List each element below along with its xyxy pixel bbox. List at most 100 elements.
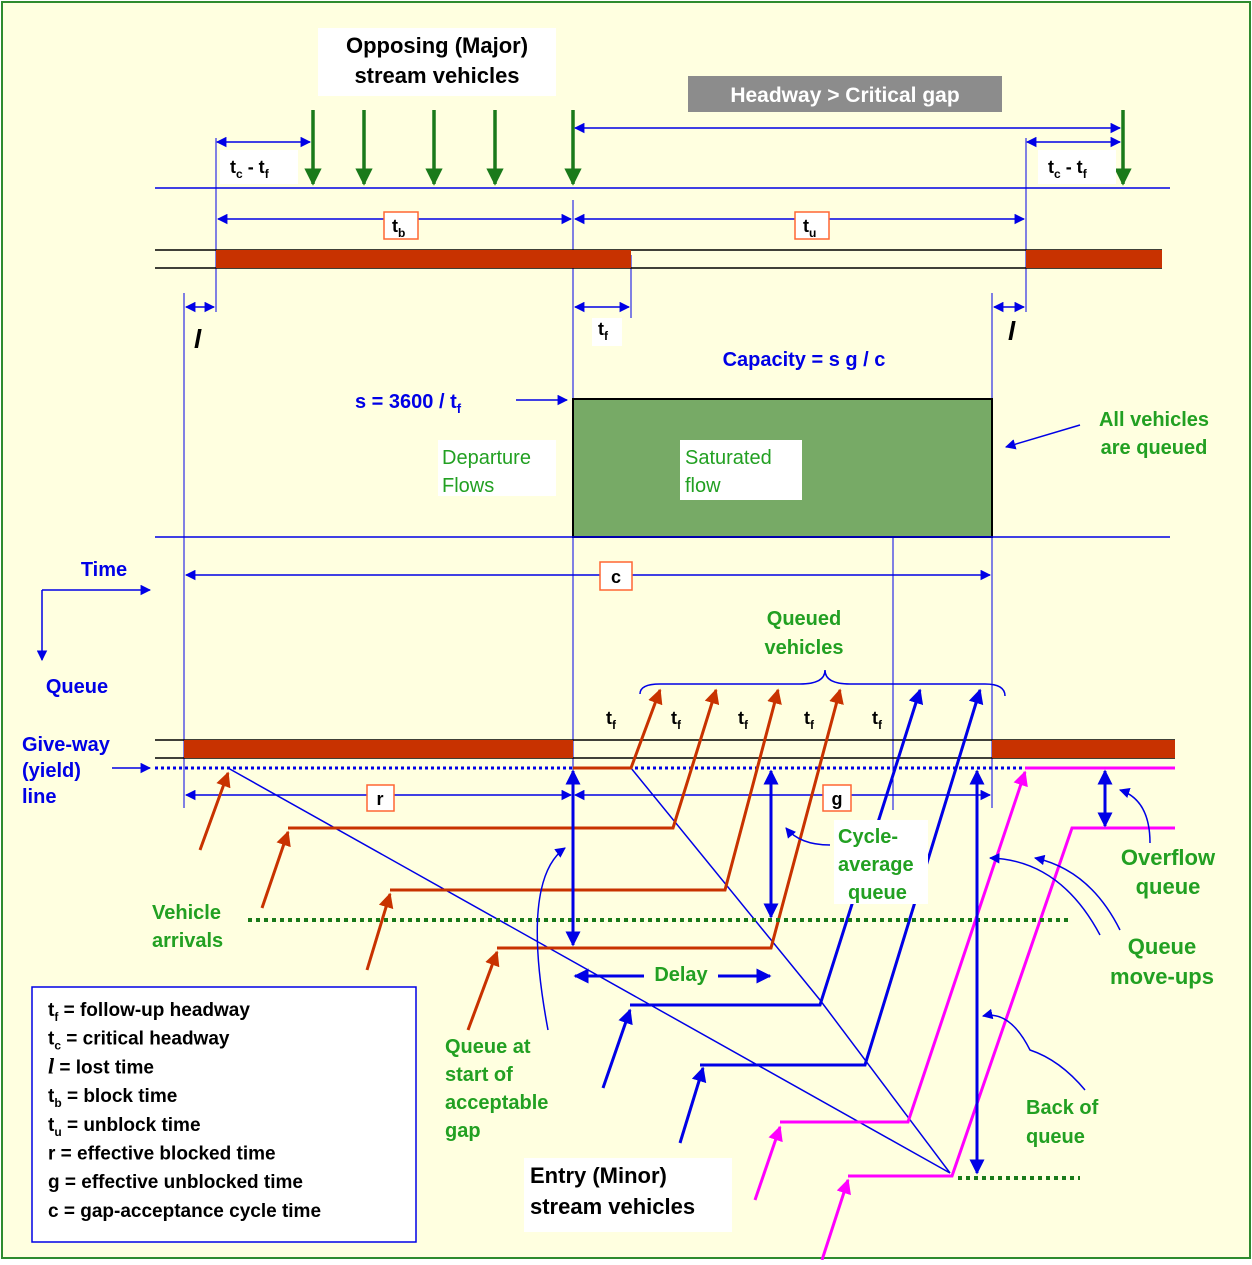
legend-item: c = gap-acceptance cycle time <box>48 1201 321 1222</box>
capacity-label: Capacity = s g / c <box>723 349 886 371</box>
tc-tf-right-bg <box>1038 150 1116 184</box>
tc-tf-right-label: tc - tf <box>1048 157 1088 181</box>
opposing-vehicle-arrows <box>304 110 1132 186</box>
legend-symbol: t <box>48 1029 55 1050</box>
legend-definition: = effective blocked time <box>55 1144 275 1165</box>
departure-flows-label-line1: Departure <box>442 447 531 469</box>
opposing-label-bg <box>318 28 556 96</box>
legend-item: tf = follow-up headway <box>48 1000 250 1024</box>
svg-text:tf: tf <box>872 708 883 732</box>
saturated-flow-label-line1: Saturated <box>685 447 772 469</box>
tc-tf-left-label: tc - tf <box>230 157 270 181</box>
svg-text:tf: tf <box>606 708 617 732</box>
give-way-label-line3: line <box>22 786 56 808</box>
s-equation-label: s = 3600 / tf <box>355 391 462 416</box>
top-block-bar-1 <box>216 250 631 268</box>
entry-stream-label-bg <box>524 1158 732 1232</box>
legend-subscript: f <box>54 1010 59 1024</box>
tu-label: tu <box>803 216 816 240</box>
orange-queue-lines <box>198 688 844 1031</box>
overflow-queue-pointer <box>1119 788 1151 844</box>
queue-start-gap-line1: Queue at <box>445 1036 531 1058</box>
svg-text:tf: tf <box>671 708 682 732</box>
saturated-flow-label-line2: flow <box>685 475 721 497</box>
legend-item: g = effective unblocked time <box>48 1172 303 1193</box>
all-vehicles-queued-line2: are queued <box>1101 437 1208 459</box>
svg-text:tf: tf <box>738 708 749 732</box>
legend-definition: = block time <box>62 1086 178 1107</box>
cycle-average-queue-bg <box>834 820 928 904</box>
bottom-block-bar-2 <box>992 740 1175 758</box>
entry-stream-line1: Entry (Minor) <box>530 1163 667 1188</box>
cycle-average-queue-line1: Cycle- <box>838 826 898 848</box>
cycle-time-label: c <box>611 567 621 587</box>
legend-definition: = critical headway <box>61 1029 230 1050</box>
opposing-label-line1: Opposing (Major) <box>346 33 528 58</box>
legend-definition: = follow-up headway <box>58 1000 250 1021</box>
give-way-label-line2: (yield) <box>22 760 81 782</box>
legend-symbol: c <box>48 1201 59 1222</box>
tf-mid-label: tf <box>598 319 609 343</box>
overflow-queue-line2: queue <box>1136 874 1201 899</box>
queued-vehicles-line2: vehicles <box>765 637 844 659</box>
legend-symbol: r <box>48 1144 56 1165</box>
cycle-time-box <box>599 561 633 591</box>
legend-subscript: c <box>54 1039 61 1053</box>
tb-label: tb <box>392 216 405 240</box>
tf-row-labels: tf tf tf tf tf <box>606 708 883 732</box>
legend-definition: = lost time <box>54 1057 154 1078</box>
legend-symbol: t <box>48 1086 55 1107</box>
queue-start-gap-line4: gap <box>445 1120 481 1142</box>
queue-move-ups-pointer-1 <box>1033 854 1121 931</box>
queue-move-ups-line1: Queue <box>1128 934 1196 959</box>
legend-box <box>31 986 417 1243</box>
queue-start-gap-line3: acceptable <box>445 1092 548 1114</box>
back-of-queue-line1: Back of <box>1026 1097 1099 1119</box>
entry-stream-line2: stream vehicles <box>530 1194 695 1219</box>
bottom-block-bar-1 <box>184 740 573 758</box>
delay-label: Delay <box>654 964 708 986</box>
departure-flows-label-bg <box>438 440 556 496</box>
magenta-overflow-lines <box>753 766 1175 1261</box>
legend-definition: = gap-acceptance cycle time <box>59 1201 321 1222</box>
legend-subscript: b <box>54 1096 61 1110</box>
legend-symbol: t <box>48 1000 55 1021</box>
legend-item: tc = critical headway <box>48 1029 230 1053</box>
overflow-queue-line1: Overflow <box>1121 845 1216 870</box>
time-axis-label: Time <box>81 559 127 581</box>
lost-time-left-label: l <box>194 324 202 354</box>
vehicle-arrivals-line2: arrivals <box>152 930 223 952</box>
r-box <box>366 784 395 812</box>
tc-tf-left-bg <box>220 150 298 184</box>
g-box <box>822 784 852 812</box>
legend-item: tu = unblock time <box>48 1115 201 1139</box>
saturated-flow-label-bg <box>680 440 802 500</box>
queued-vehicles-line1: Queued <box>767 608 841 630</box>
legend-definition: = unblock time <box>62 1115 201 1136</box>
queue-move-ups-line2: move-ups <box>1110 964 1214 989</box>
vertical-measure-arrows <box>565 769 1113 1175</box>
legend-item: r = effective blocked time <box>48 1144 276 1165</box>
blue-queue-lines <box>601 688 984 1144</box>
legend-subscript: u <box>54 1125 61 1139</box>
queue-start-gap-pointer <box>536 847 566 1031</box>
cycle-average-queue-line2: average <box>838 854 914 876</box>
top-block-bar-2 <box>1026 250 1162 268</box>
headway-gt-critical-label: Headway > Critical gap <box>730 84 959 107</box>
departure-curve-lower <box>819 999 951 1174</box>
cycle-average-queue-pointer <box>785 827 831 846</box>
back-of-queue-pointer <box>981 1008 1086 1091</box>
lost-time-right-label: l <box>1008 316 1016 346</box>
give-way-label-line1: Give-way <box>22 734 111 756</box>
g-label: g <box>832 789 843 809</box>
legend-item: l = lost time <box>48 1053 154 1078</box>
legend-definition: = effective unblocked time <box>60 1172 303 1193</box>
cycle-average-queue-line3: queue <box>848 882 907 904</box>
delay-label-bg <box>644 960 718 988</box>
queued-vehicles-brace <box>639 669 1006 697</box>
queue-axis-label: Queue <box>46 676 108 698</box>
departure-flows-label-line2: Flows <box>442 475 494 497</box>
r-label: r <box>376 789 383 809</box>
